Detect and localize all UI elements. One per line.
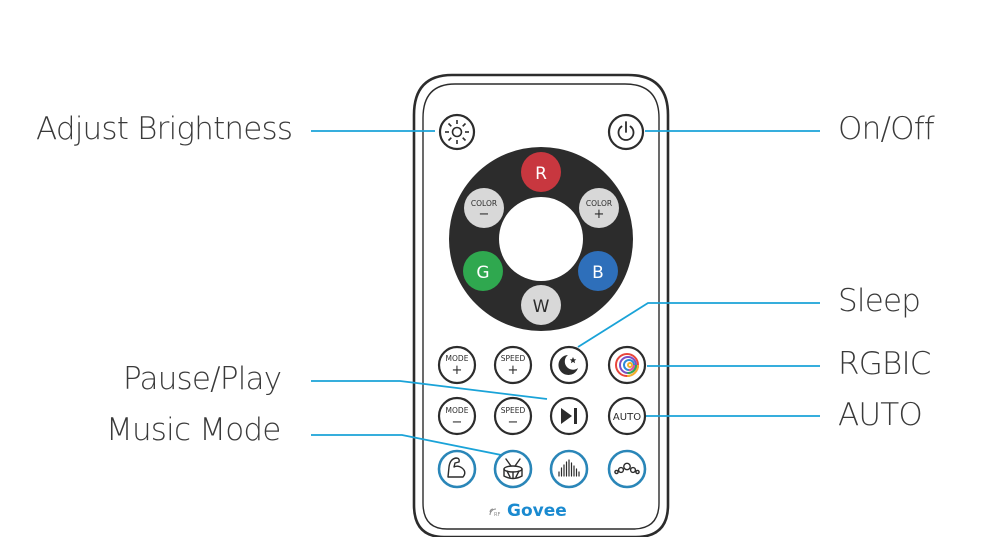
svg-text:−: − — [452, 415, 463, 430]
color-minus-button[interactable]: COLOR − — [464, 188, 504, 228]
green-button[interactable]: G — [463, 251, 503, 291]
mode-plus-button[interactable]: MODE + — [437, 345, 477, 385]
moon-star-icon — [558, 355, 578, 375]
govee-logo: Govee — [507, 501, 567, 521]
svg-text:AUTO: AUTO — [613, 412, 641, 423]
line-pause-play — [311, 380, 548, 400]
flexed-arm-icon — [447, 457, 466, 478]
color-plus-button[interactable]: COLOR + — [579, 188, 619, 228]
speed-minus-button[interactable]: SPEED − — [493, 396, 533, 436]
music-mode-2-button[interactable] — [493, 449, 533, 489]
music-mode-1-button[interactable] — [437, 449, 477, 489]
music-mode-3-button[interactable] — [549, 449, 589, 489]
svg-text:R: R — [535, 164, 547, 184]
power-icon — [617, 121, 635, 141]
sleep-button[interactable] — [549, 345, 589, 385]
rf-signal-icon — [489, 508, 497, 516]
rf-label: RF — [494, 512, 500, 518]
svg-text:COLOR: COLOR — [471, 199, 497, 208]
white-button[interactable]: W — [521, 285, 561, 325]
svg-text:SPEED: SPEED — [501, 406, 526, 415]
svg-text:COLOR: COLOR — [586, 199, 612, 208]
blue-button[interactable]: B — [578, 251, 618, 291]
callout-rgbic: RGBIC — [838, 346, 931, 382]
drum-icon — [503, 458, 523, 480]
music-mode-4-button[interactable] — [607, 449, 647, 489]
callout-lines — [311, 130, 820, 458]
line-music-mode — [311, 434, 512, 458]
svg-text:−: − — [479, 207, 490, 222]
line-sleep — [577, 302, 820, 348]
callout-adjust-brightness: Adjust Brightness — [36, 111, 293, 147]
svg-text:MODE: MODE — [446, 354, 469, 363]
svg-text:G: G — [476, 263, 489, 283]
auto-button[interactable]: AUTO — [607, 396, 647, 436]
brightness-button[interactable] — [438, 113, 476, 151]
power-button[interactable] — [607, 113, 645, 151]
red-button[interactable]: R — [521, 152, 561, 192]
play-pause-button[interactable] — [549, 396, 589, 436]
dots-wave-icon — [614, 462, 640, 475]
rgbic-button[interactable] — [607, 345, 647, 385]
mode-minus-button[interactable]: MODE − — [437, 396, 477, 436]
speed-plus-button[interactable]: SPEED + — [493, 345, 533, 385]
callout-pause-play: Pause/Play — [123, 361, 282, 397]
svg-text:SPEED: SPEED — [501, 354, 526, 363]
svg-text:+: + — [594, 207, 605, 222]
brand: RF Govee — [489, 501, 567, 521]
rainbow-rings-icon — [615, 353, 639, 377]
svg-text:MODE: MODE — [446, 406, 469, 415]
svg-text:B: B — [592, 263, 604, 283]
svg-text:W: W — [533, 297, 550, 317]
sound-bars-icon — [558, 459, 580, 477]
svg-text:+: + — [508, 363, 519, 378]
callout-auto: AUTO — [838, 397, 923, 433]
play-pause-icon — [561, 408, 577, 424]
callout-sleep: Sleep — [838, 283, 921, 319]
callout-on-off: On/Off — [838, 111, 935, 147]
callout-music-mode: Music Mode — [106, 412, 281, 448]
svg-text:−: − — [508, 415, 519, 430]
sun-icon — [445, 120, 469, 144]
svg-text:+: + — [452, 363, 463, 378]
